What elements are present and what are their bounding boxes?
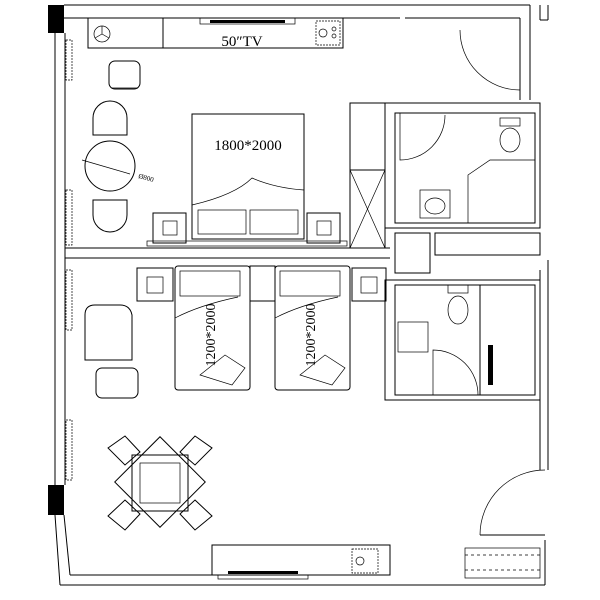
dining-set [107, 435, 213, 531]
exterior-walls [48, 4, 549, 586]
bathroom-lower [384, 279, 541, 401]
balcony-door[interactable] [479, 469, 546, 536]
armchair-bottom [92, 199, 128, 233]
entry-door[interactable] [459, 29, 521, 91]
twin-bed-right-size: 1200*2000 [304, 304, 319, 367]
master-bed-size: 1800*2000 [214, 138, 282, 154]
toilet-icon [499, 127, 521, 153]
round-table [84, 140, 136, 192]
desk-chair [108, 60, 141, 90]
ottoman [95, 367, 139, 399]
twin-bed-left-size: 1200*2000 [204, 304, 219, 367]
radiator [464, 547, 541, 579]
wardrobe [349, 102, 386, 249]
armchair [84, 304, 133, 361]
toilet-icon [447, 295, 469, 325]
master-bed: 1800*2000 [191, 113, 305, 240]
curtain-left [65, 39, 73, 481]
bedside-table [249, 265, 276, 302]
sink-icon [397, 321, 429, 353]
sink-icon [424, 197, 446, 215]
bottom-tv-cabinet [211, 544, 391, 580]
tv-label: 50″TV [221, 34, 262, 50]
armchair-top [92, 100, 128, 136]
bathroom-upper [384, 102, 541, 274]
twin-bed-left: 1200*2000 [174, 265, 251, 391]
nightstands [146, 212, 348, 247]
twin-bed-right: 1200*2000 [274, 265, 351, 391]
tv-cabinet: 50″TV [87, 17, 344, 50]
safe-icon [315, 20, 341, 46]
table-diameter-label: Ø800 [137, 172, 155, 184]
twin-nightstands [136, 267, 387, 302]
